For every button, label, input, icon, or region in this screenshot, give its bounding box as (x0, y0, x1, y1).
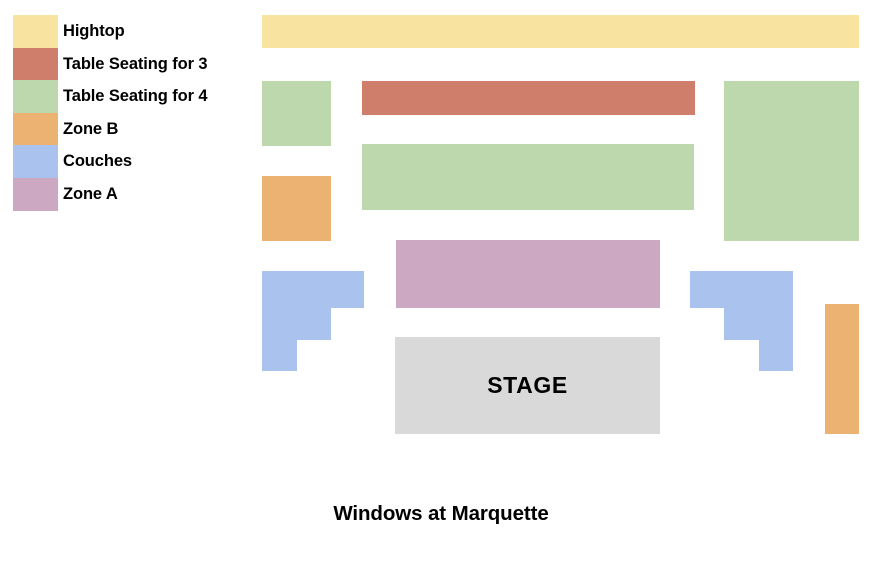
legend-label: Zone B (63, 119, 119, 138)
section-fill (262, 271, 364, 371)
legend-label: Table Seating for 3 (63, 54, 208, 73)
floorplan-section-couches-right[interactable] (690, 271, 793, 371)
section-fill (262, 15, 859, 48)
stage-block: STAGE (395, 337, 660, 434)
legend-swatch (13, 145, 58, 178)
legend-swatch (13, 47, 58, 81)
legend-label: Zone A (63, 185, 118, 204)
section-fill (262, 176, 331, 241)
floorplan-section-hightop-top-bar[interactable] (262, 15, 859, 48)
floorplan-section-table4-left-upper[interactable] (262, 81, 331, 146)
section-fill (825, 304, 859, 434)
section-fill (724, 81, 859, 241)
section-fill (396, 240, 660, 308)
legend-label: Table Seating for 4 (63, 87, 208, 106)
legend-label: Couches (63, 152, 132, 171)
floorplan-section-couches-left[interactable] (262, 271, 364, 371)
legend-swatch (13, 80, 58, 113)
stage-label: STAGE (487, 372, 568, 398)
floorplan-section-table4-right-block[interactable] (724, 81, 859, 241)
legend-item[interactable]: Hightop (13, 15, 253, 48)
legend-item[interactable]: Zone A (13, 178, 253, 211)
section-fill (362, 144, 694, 210)
legend-swatch (13, 178, 58, 211)
floorplan-section-table3-center-bar[interactable] (362, 81, 695, 115)
legend-swatch (13, 15, 58, 48)
floorplan-section-zone-b-right-strip[interactable] (825, 304, 859, 434)
legend-item[interactable]: Table Seating for 4 (13, 80, 253, 113)
section-fill (362, 81, 695, 115)
legend-item[interactable]: Zone B (13, 112, 253, 146)
legend-swatch (13, 112, 58, 146)
venue-title: Windows at Marquette (333, 502, 549, 525)
section-fill (262, 81, 331, 146)
floorplan (262, 15, 859, 434)
legend-item[interactable]: Couches (13, 145, 253, 178)
floorplan-section-zone-a-center-block[interactable] (396, 240, 660, 308)
floorplan-section-zone-b-left-block[interactable] (262, 176, 331, 241)
floorplan-section-table4-center-block[interactable] (362, 144, 694, 210)
legend-item[interactable]: Table Seating for 3 (13, 47, 253, 81)
section-fill (690, 271, 793, 371)
legend-label: Hightop (63, 22, 125, 41)
